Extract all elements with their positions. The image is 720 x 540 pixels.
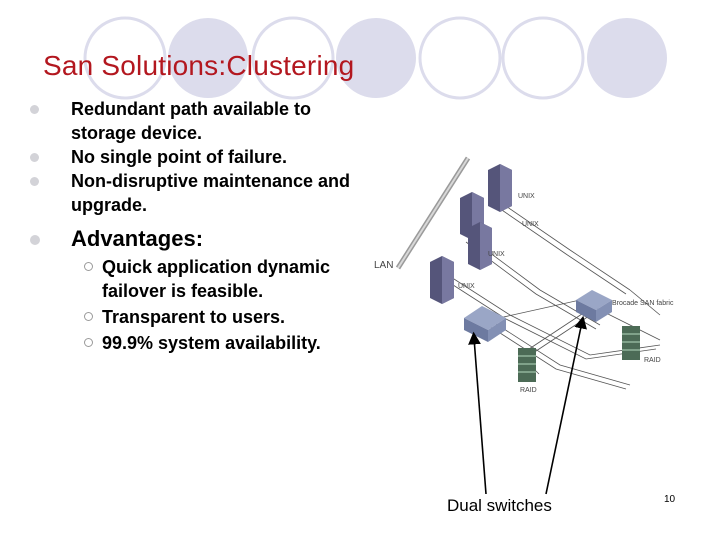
bullet-item: No single point of failure. <box>30 145 360 169</box>
sub-bullet-item: 99.9% system availability. <box>30 331 352 355</box>
bullet-item: Non-disruptive maintenance and upgrade. <box>30 169 360 217</box>
unix-label: UNIX <box>458 283 475 290</box>
decorative-circles <box>83 16 667 100</box>
bullet-text: Redundant path available to storage devi… <box>71 99 312 143</box>
lan-backbone <box>395 156 471 270</box>
raid-array-icon <box>622 326 640 360</box>
unix-server-icon <box>430 256 454 304</box>
sub-bullet-text: Quick application dynamic failover is fe… <box>102 257 331 301</box>
bullet-ring-icon <box>84 338 93 347</box>
slide-title: San Solutions:Clustering <box>43 50 355 81</box>
bullet-dot-icon <box>30 235 40 245</box>
raid-label: RAID <box>644 357 661 364</box>
raid-label: RAID <box>520 387 537 394</box>
bullet-ring-icon <box>84 262 93 271</box>
callout-arrow <box>545 315 587 495</box>
sub-bullet-text: Transparent to users. <box>102 307 286 327</box>
sub-bullet-text: 99.9% system availability. <box>102 333 321 353</box>
sub-bullet-item: Quick application dynamic failover is fe… <box>30 255 352 303</box>
bullet-text: Non-disruptive maintenance and upgrade. <box>71 171 351 215</box>
advantages-heading: Advantages: <box>30 225 360 253</box>
bullet-dot-icon <box>30 105 39 114</box>
raid-array-icon <box>518 348 536 382</box>
dual-switches-callout: Dual switches <box>447 496 552 515</box>
bullet-text: No single point of failure. <box>71 147 287 167</box>
advantages-heading-text: Advantages: <box>71 226 204 251</box>
page-number: 10 <box>664 494 676 505</box>
unix-label: UNIX <box>518 193 535 200</box>
unix-label: UNIX <box>522 221 539 228</box>
fabric-label: Brocade SAN fabric <box>612 300 674 307</box>
san-cluster-diagram: LAN UNIX UNIX UNIX UNIX <box>374 156 674 394</box>
callout-arrow <box>468 331 487 495</box>
unix-server-icon <box>468 222 492 270</box>
lan-label: LAN <box>374 260 393 271</box>
bullet-item: Redundant path available to storage devi… <box>30 97 360 145</box>
bullet-list: Redundant path available to storage devi… <box>30 97 360 355</box>
bullet-ring-icon <box>84 312 93 321</box>
unix-server-icon <box>488 164 512 212</box>
sub-bullet-item: Transparent to users. <box>30 305 352 329</box>
san-switch-icon <box>464 306 506 342</box>
unix-label: UNIX <box>488 251 505 258</box>
san-switch-icon <box>576 290 612 322</box>
bullet-dot-icon <box>30 153 39 162</box>
bullet-dot-icon <box>30 177 39 186</box>
